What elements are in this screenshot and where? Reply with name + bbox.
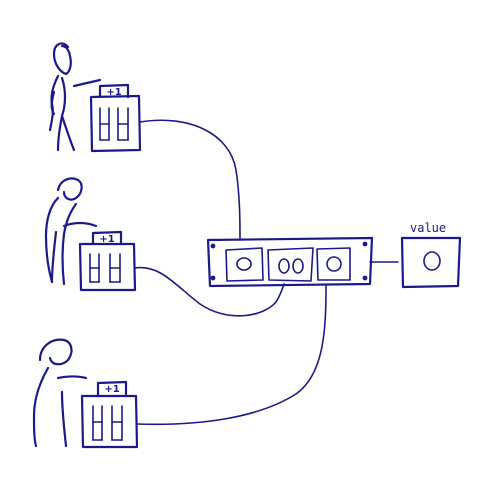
wire-counter-1 (139, 119, 241, 241)
output-label: value (410, 221, 446, 235)
aggregator-input-slot-2 (267, 247, 314, 282)
wire-counter-2 (134, 266, 285, 317)
screw-icon (210, 275, 216, 281)
wire-counter-3 (136, 285, 327, 426)
counter-device-1: +1 (89, 83, 142, 153)
screw-icon (210, 243, 216, 249)
counter-device-2: +1 (78, 230, 137, 292)
counter-device-3: +1 (80, 380, 139, 449)
screw-icon (362, 275, 368, 281)
output-display: value (400, 221, 462, 289)
aggregator-device (206, 236, 374, 288)
counter-badge-2: +1 (99, 234, 114, 245)
standing-person-icon (32, 338, 88, 448)
counter-badge-1: +1 (106, 87, 121, 98)
aggregator-output-slot (316, 247, 351, 281)
aggregator-input-slot-1 (225, 247, 264, 282)
counter-badge-3: +1 (104, 384, 119, 395)
bending-person-icon (44, 177, 98, 286)
screw-icon (362, 241, 368, 247)
walking-person-icon (48, 42, 102, 152)
